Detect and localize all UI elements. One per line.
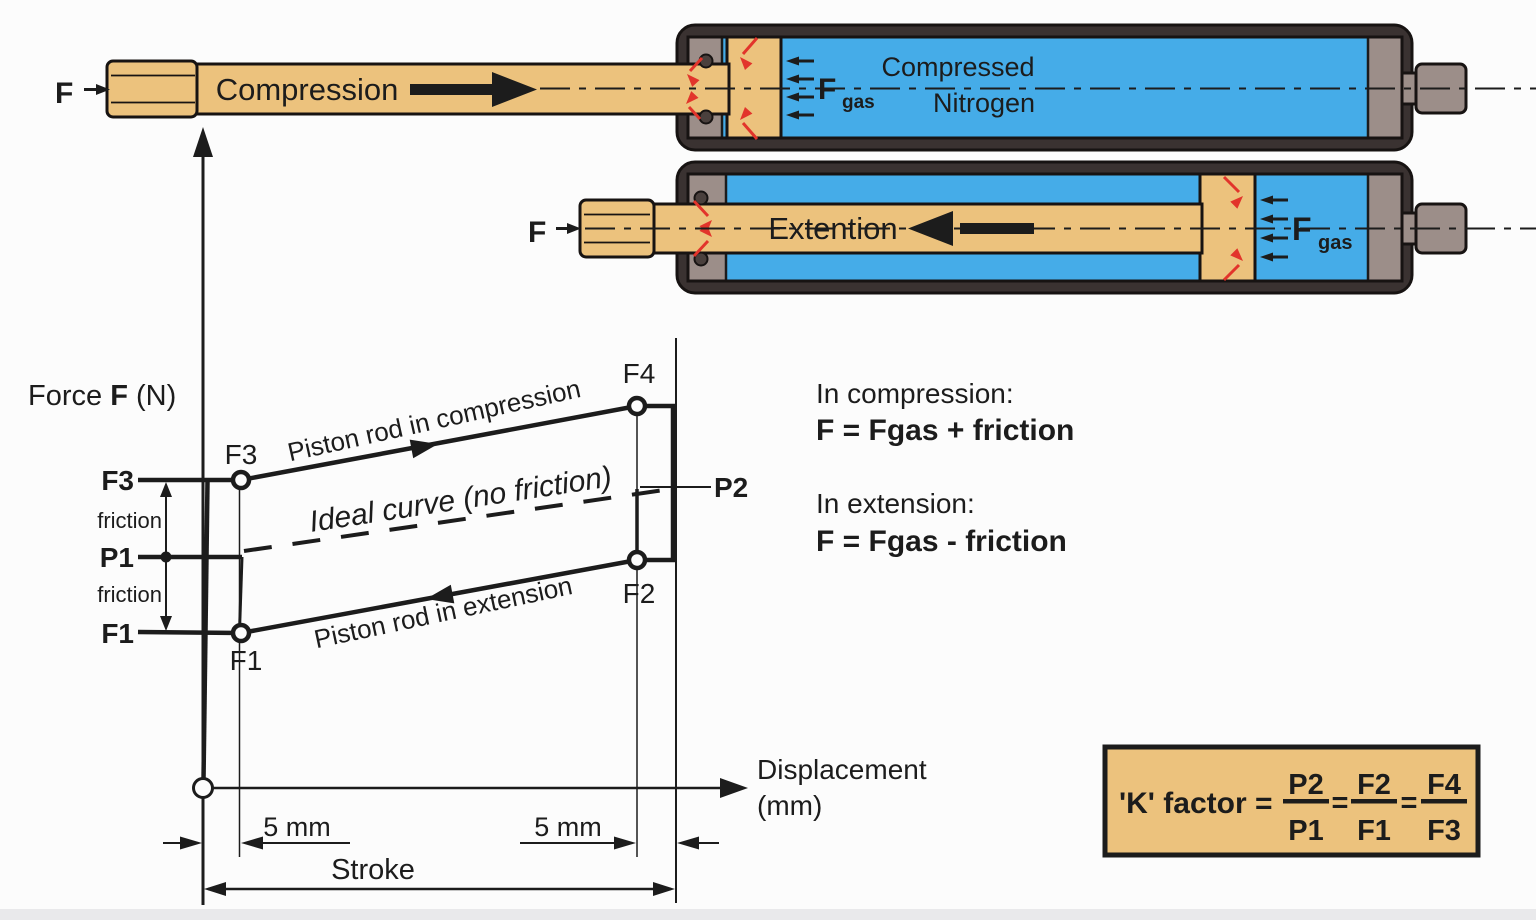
gland-seal: [698, 109, 714, 125]
dim-stroke-label: Stroke: [331, 854, 415, 886]
dim-right-5mm: [520, 836, 719, 850]
extension-direction-arrow: [908, 211, 1034, 246]
y-axis-arrowhead: [193, 127, 213, 157]
x-axis-title-line2: (mm): [757, 790, 822, 821]
tick-label-f3: F3: [101, 465, 134, 496]
k-fraction3-bar: [1421, 799, 1467, 804]
dim-left-5mm-label: 5 mm: [263, 812, 331, 842]
compression-curve: [240, 403, 638, 483]
point-f4: [626, 395, 648, 417]
compression-equation: F = Fgas + friction: [816, 414, 1074, 447]
k-equals-1: =: [1332, 787, 1349, 819]
extension-rod-label: Extention: [768, 211, 897, 246]
k-fraction1-bar: [1283, 799, 1329, 804]
gland-seal: [693, 190, 709, 206]
k-fraction2-denominator: F1: [1357, 815, 1391, 847]
extension-cylinder-diagram: F gas Extention F: [528, 160, 1536, 295]
extension-equation-title: In extension:: [816, 488, 975, 519]
compression-rod-label: Compression: [216, 72, 399, 107]
tick-label-f1: F1: [101, 618, 134, 649]
friction-lower-label: friction: [97, 582, 162, 607]
fgas-arrows: [786, 56, 814, 120]
dim-left-5mm: [163, 836, 350, 850]
applied-force-label: F: [528, 216, 546, 249]
point-f1: [230, 622, 252, 644]
compression-cylinder-diagram: F gas Compressed Nitrogen Compression F: [55, 23, 1536, 152]
y-axis-title: Force F (N): [28, 380, 176, 412]
friction-upper-label: friction: [97, 508, 162, 533]
applied-force-arrow: [84, 84, 110, 95]
applied-force-arrow: [556, 223, 581, 234]
point-label-p2: P2: [714, 472, 748, 503]
extension-direction-marker: [426, 584, 455, 604]
compression-direction-arrow: [410, 72, 537, 107]
dim-stroke: [204, 882, 675, 896]
applied-force-label: F: [55, 77, 73, 110]
fgas-label: F: [1292, 211, 1312, 247]
tick-label-p1: P1: [100, 542, 134, 573]
fgas-label-subscript: gas: [842, 92, 875, 113]
x-axis-title-line1: Displacement: [757, 754, 927, 785]
k-fraction1-numerator: P2: [1288, 769, 1323, 801]
k-factor-box: 'K' factor = P2 P1 = F2 F1 = F4 F3: [1102, 744, 1481, 858]
k-fraction3-numerator: F4: [1427, 769, 1461, 801]
k-fraction2-numerator: F2: [1357, 769, 1391, 801]
extension-equation: F = Fgas - friction: [816, 525, 1067, 558]
ideal-curve-dashed: [243, 487, 672, 553]
compression-curve-label: Piston rod in compression: [285, 373, 584, 467]
k-fraction2-bar: [1351, 799, 1397, 804]
point-label-f1: F1: [230, 645, 263, 676]
fgas-label-subscript: gas: [1318, 232, 1352, 254]
x-axis-arrowhead: [720, 778, 748, 798]
friction-span-arrow: [160, 482, 172, 631]
equations-block: In compression: F = Fgas + friction In e…: [816, 378, 1074, 558]
rod-hex-end: [105, 59, 199, 119]
point-label-f4: F4: [623, 358, 656, 389]
k-fraction1-denominator: P1: [1288, 815, 1323, 847]
chamber-label-line2: Nitrogen: [933, 88, 1035, 118]
left-friction-spike: [238, 556, 244, 632]
point-f2: [626, 549, 648, 571]
k-fraction3-denominator: F3: [1427, 815, 1461, 847]
seal-friction-arrow: [692, 175, 1243, 282]
bottom-edge-band: [0, 909, 1536, 920]
compression-direction-marker: [409, 439, 438, 459]
fgas-arrows: [1260, 195, 1288, 262]
k-equals-2: =: [1401, 787, 1418, 819]
seal-friction-arrow: [686, 37, 759, 140]
fgas-label: F: [818, 73, 836, 106]
gland-seal: [693, 251, 709, 267]
k-factor-prefix: 'K' factor =: [1119, 787, 1272, 820]
gland-seal: [698, 53, 714, 69]
chamber-label-line1: Compressed: [881, 52, 1034, 82]
origin-point: [192, 777, 214, 799]
point-label-f3: F3: [225, 439, 258, 470]
dim-right-5mm-label: 5 mm: [534, 812, 602, 842]
point-label-f2: F2: [623, 578, 656, 609]
point-f3: [230, 469, 252, 491]
compression-equation-title: In compression:: [816, 378, 1014, 409]
ideal-curve-label: Ideal curve (no friction): [307, 460, 614, 538]
